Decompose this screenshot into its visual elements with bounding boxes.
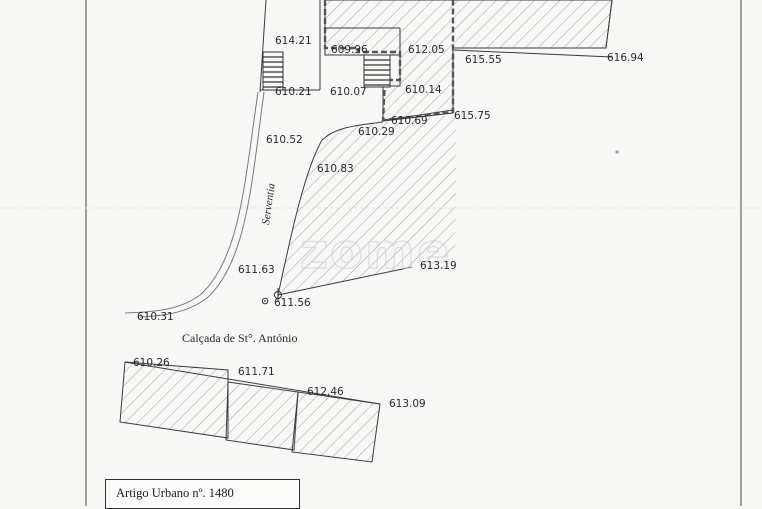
artigo-urbano-label: Artigo Urbano nº. 1480 (116, 486, 234, 500)
left-structure-wall-outer (259, 0, 267, 93)
middle-parcel-boundary-west (277, 121, 384, 296)
elevation-610-52: 610.52 (266, 134, 303, 146)
elevation-610-83: 610.83 (317, 163, 354, 175)
elevation-610-14: 610.14 (405, 84, 442, 96)
elevation-611-71: 611.71 (238, 366, 275, 378)
middle-parcel-hatch (278, 115, 456, 295)
plot-line-east (452, 49, 613, 58)
elevation-610-26: 610.26 (133, 357, 170, 369)
path-edge-east (139, 91, 265, 318)
elevation-616-94: 616.94 (607, 52, 644, 64)
elevation-615-55: 615.55 (465, 54, 502, 66)
stairs-left (262, 51, 284, 91)
middle-parcel-boundary-south (277, 266, 413, 296)
elevation-labels: 614.21 609.96 612.05 615.55 616.94 610.2… (133, 35, 644, 410)
artigo-urbano-box: Artigo Urbano nº. 1480 (105, 479, 300, 509)
benchmark-symbol-dot (264, 300, 266, 302)
elevation-611-56: 611.56 (274, 297, 311, 309)
elevation-612-05: 612.05 (408, 44, 445, 56)
scan-speck (615, 150, 619, 154)
elevation-610-29: 610.29 (358, 126, 395, 138)
middle-parcel-boundary-north (382, 112, 454, 122)
plot-line-top-right (605, 0, 613, 49)
benchmark-symbol (261, 297, 269, 305)
elevation-614-21: 614.21 (275, 35, 312, 47)
street-name-label: Calçada de St°. António (182, 331, 297, 345)
left-structure (259, 0, 391, 93)
elevation-611-63: 611.63 (238, 264, 275, 276)
lower-boundary-top (124, 361, 381, 405)
elevation-610-31: 610.31 (137, 311, 174, 323)
lower-parcel-middle (225, 381, 299, 451)
dashed-boundary (323, 0, 455, 122)
elevation-613-19: 613.19 (420, 260, 457, 272)
watermark-text: zome (300, 224, 451, 280)
elevation-615-75: 615.75 (454, 110, 491, 122)
servientia-label: Serventia (260, 182, 278, 225)
elevation-609-96: 609.96 (331, 44, 368, 56)
lower-parcels (119, 361, 381, 463)
path-edge-west (124, 91, 259, 314)
lower-parcel-west (119, 361, 229, 439)
lower-parcel-east (291, 391, 381, 463)
elevation-613-09: 613.09 (389, 398, 426, 410)
stairs-right (363, 54, 391, 88)
elevation-610-21: 610.21 (275, 86, 312, 98)
elevation-610-07: 610.07 (330, 86, 367, 98)
middle-parcel (261, 112, 456, 305)
elevation-610-69: 610.69 (391, 115, 428, 127)
elevation-612-46: 612.46 (307, 386, 344, 398)
